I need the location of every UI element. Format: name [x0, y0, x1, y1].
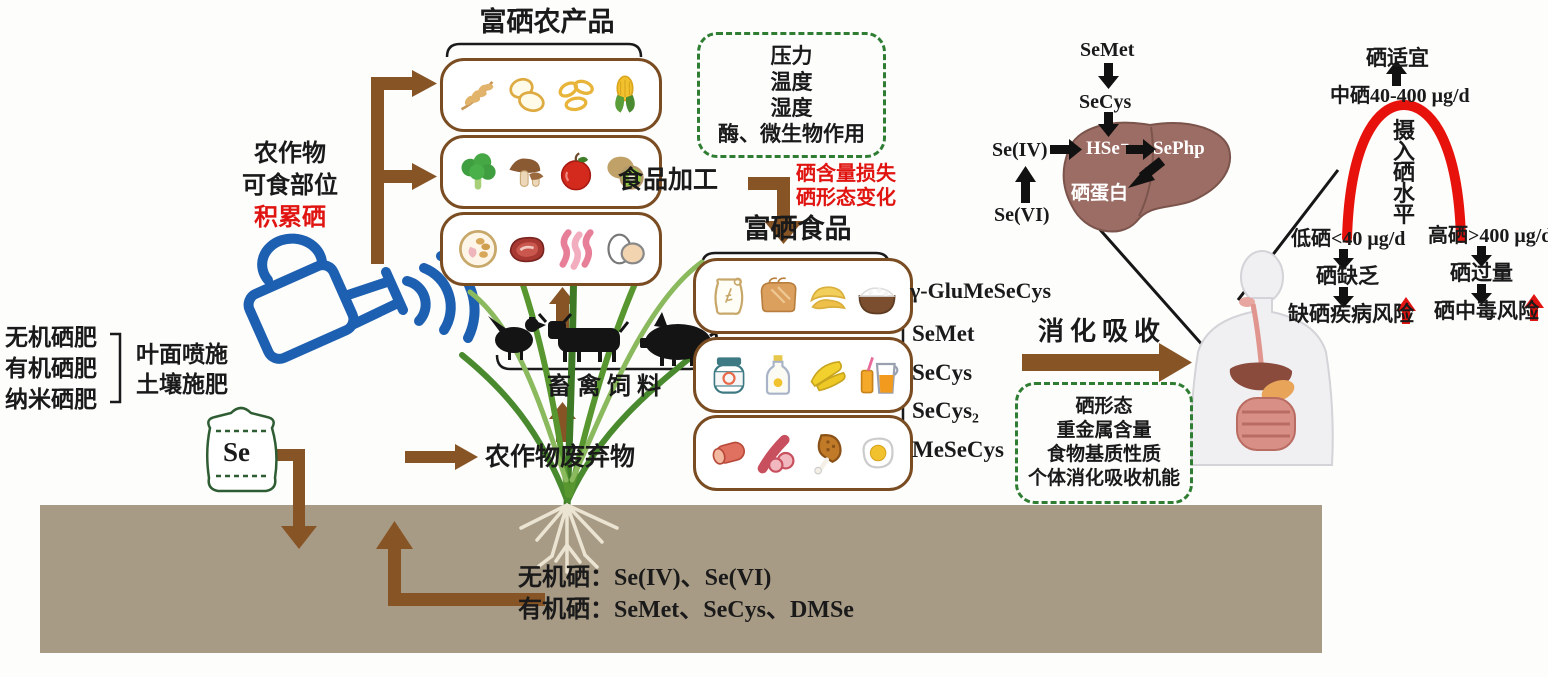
liver-semet-label: SeMet [1080, 39, 1135, 61]
method-soil: 土壤施肥 [136, 372, 228, 397]
food-title: 富硒食品 [743, 214, 852, 244]
mushroom-icon [508, 158, 543, 187]
soybean-icon [508, 77, 545, 113]
intake-optimal-label: 硒适宜 [1366, 46, 1429, 70]
steak-icon [509, 236, 544, 263]
eggs-icon [606, 233, 645, 265]
processing-effects: 硒含量损失 硒形态变化 [796, 162, 896, 210]
application-methods: 叶面喷施 土壤施肥 [136, 340, 228, 400]
juice-icon [861, 356, 899, 394]
ham-icon [712, 441, 745, 465]
jam-jar-icon [713, 357, 745, 394]
factor-food-matrix: 食物基质性质 [1046, 444, 1161, 465]
fried-egg-icon [862, 437, 894, 469]
factor-enzyme-microbe: 酶、微生物作用 [718, 122, 865, 146]
low-state-label: 硒缺乏 [1316, 264, 1379, 288]
factor-individual: 个体消化吸收机能 [1027, 468, 1180, 489]
liver-se4-label: Se(IV) [992, 139, 1048, 161]
factor-temperature: 温度 [770, 70, 813, 94]
liver-se6-label: Se(VI) [994, 204, 1050, 226]
high-risk-label: 硒中毒风险 [1434, 299, 1539, 323]
risk-up-arrows [1396, 294, 1544, 324]
processing-label: 食品加工 [618, 167, 719, 194]
sausage-icon [757, 434, 795, 474]
flour-bag-icon [714, 277, 744, 315]
low-risk-label: 缺硒疾病风险 [1288, 302, 1414, 326]
liver-selenoprotein-label: 硒蛋白 [1071, 183, 1129, 204]
liver-sephp-label: SePhp [1153, 138, 1205, 159]
plantain-icon [810, 360, 846, 392]
intake-high-label: 高硒>400 μg/d [1428, 225, 1548, 247]
intake-low-label: 低硒<40 μg/d [1291, 228, 1406, 250]
soil-organic: 有机硒：SeMet、SeCys、DMSe [518, 597, 854, 623]
human-body-illustration [1190, 250, 1334, 466]
feed-label: 畜禽饲料 [547, 374, 667, 400]
absorption-factors-box: 硒形态 重金属含量 食物基质性质 个体消化吸收机能 [1015, 382, 1193, 504]
digestion-label: 消化吸收 [1038, 317, 1167, 346]
produce-box [440, 135, 662, 209]
se-bag-icon [206, 406, 278, 493]
species-secys: SeCys [912, 360, 973, 385]
method-foliar: 叶面喷施 [136, 342, 228, 367]
packaged-food-box [693, 337, 913, 413]
fertilizer-inorganic: 无机硒肥 [5, 325, 97, 350]
chicken-leg-icon [814, 433, 842, 475]
crop-line-3: 积累硒 [254, 205, 326, 231]
high-state-label: 硒过量 [1450, 261, 1513, 285]
staple-food-box [693, 258, 913, 334]
intake-arch [1342, 99, 1466, 243]
rice-bowl-icon [858, 287, 896, 315]
wheat-icon [460, 80, 493, 111]
grain-products-box [440, 58, 662, 132]
broccoli-icon [461, 153, 496, 190]
pasta-icon [558, 79, 594, 112]
soil-band [40, 505, 1322, 653]
metabolism-arrows [1015, 60, 1492, 308]
products-title: 富硒农产品 [479, 7, 615, 37]
crop-line-1: 农作物 [254, 141, 326, 167]
crop-accumulation-label: 农作物 可食部位 积累硒 [225, 138, 355, 234]
intake-axis-label: 摄入硒水平 [1392, 118, 1415, 227]
cow-icon [537, 313, 630, 362]
waste-label: 农作物废弃物 [485, 444, 636, 471]
croissant-icon [809, 286, 846, 310]
factor-humidity: 湿度 [770, 96, 813, 120]
chicken-icon [488, 316, 546, 360]
intake-medium-label: 中硒40-400 μg/d [1330, 85, 1470, 107]
crop-line-2: 可食部位 [242, 173, 338, 199]
factor-pressure: 压力 [770, 44, 813, 68]
se-bag-label: Se [223, 437, 250, 467]
effect-form-change: 硒形态变化 [796, 187, 896, 209]
soil-species-text: 无机硒：Se(IV)、Se(VI) 有机硒：SeMet、SeCys、DMSe [518, 562, 854, 626]
fertilizer-nano: 纳米硒肥 [5, 387, 97, 412]
liver-hse-label: HSe⁻ [1086, 138, 1130, 159]
soil-inorganic: 无机硒：Se(IV)、Se(VI) [518, 565, 772, 591]
effect-content-loss: 硒含量损失 [796, 163, 896, 185]
apple-icon [560, 152, 591, 191]
nuts-plate-icon [458, 230, 497, 268]
processing-factors-box: 压力 温度 湿度 酶、微生物作用 [697, 32, 886, 158]
bread-icon [760, 277, 797, 313]
fertilizer-types: 无机硒肥 有机硒肥 纳米硒肥 [5, 322, 97, 415]
animal-products-box [440, 212, 662, 286]
roots-illustration [519, 503, 619, 574]
species-semet: SeMet [912, 321, 975, 346]
species-secys2: SeCys₂ [912, 398, 979, 423]
factor-heavy-metal: 重金属含量 [1056, 420, 1152, 441]
meat-food-box [693, 415, 913, 491]
oil-bottle-icon [766, 355, 791, 395]
kiwi-icon [606, 156, 644, 190]
species-glumesecys: γ-GluMeSeCys [910, 278, 1052, 303]
corn-icon [614, 75, 635, 113]
liver-secys-label: SeCys [1079, 91, 1132, 113]
species-mesecys: MeSeCys [912, 437, 1004, 462]
fertilizer-organic: 有机硒肥 [5, 356, 97, 381]
livestock-icons [488, 312, 718, 366]
bacon-icon [559, 229, 594, 270]
factor-se-form: 硒形态 [1075, 396, 1133, 417]
